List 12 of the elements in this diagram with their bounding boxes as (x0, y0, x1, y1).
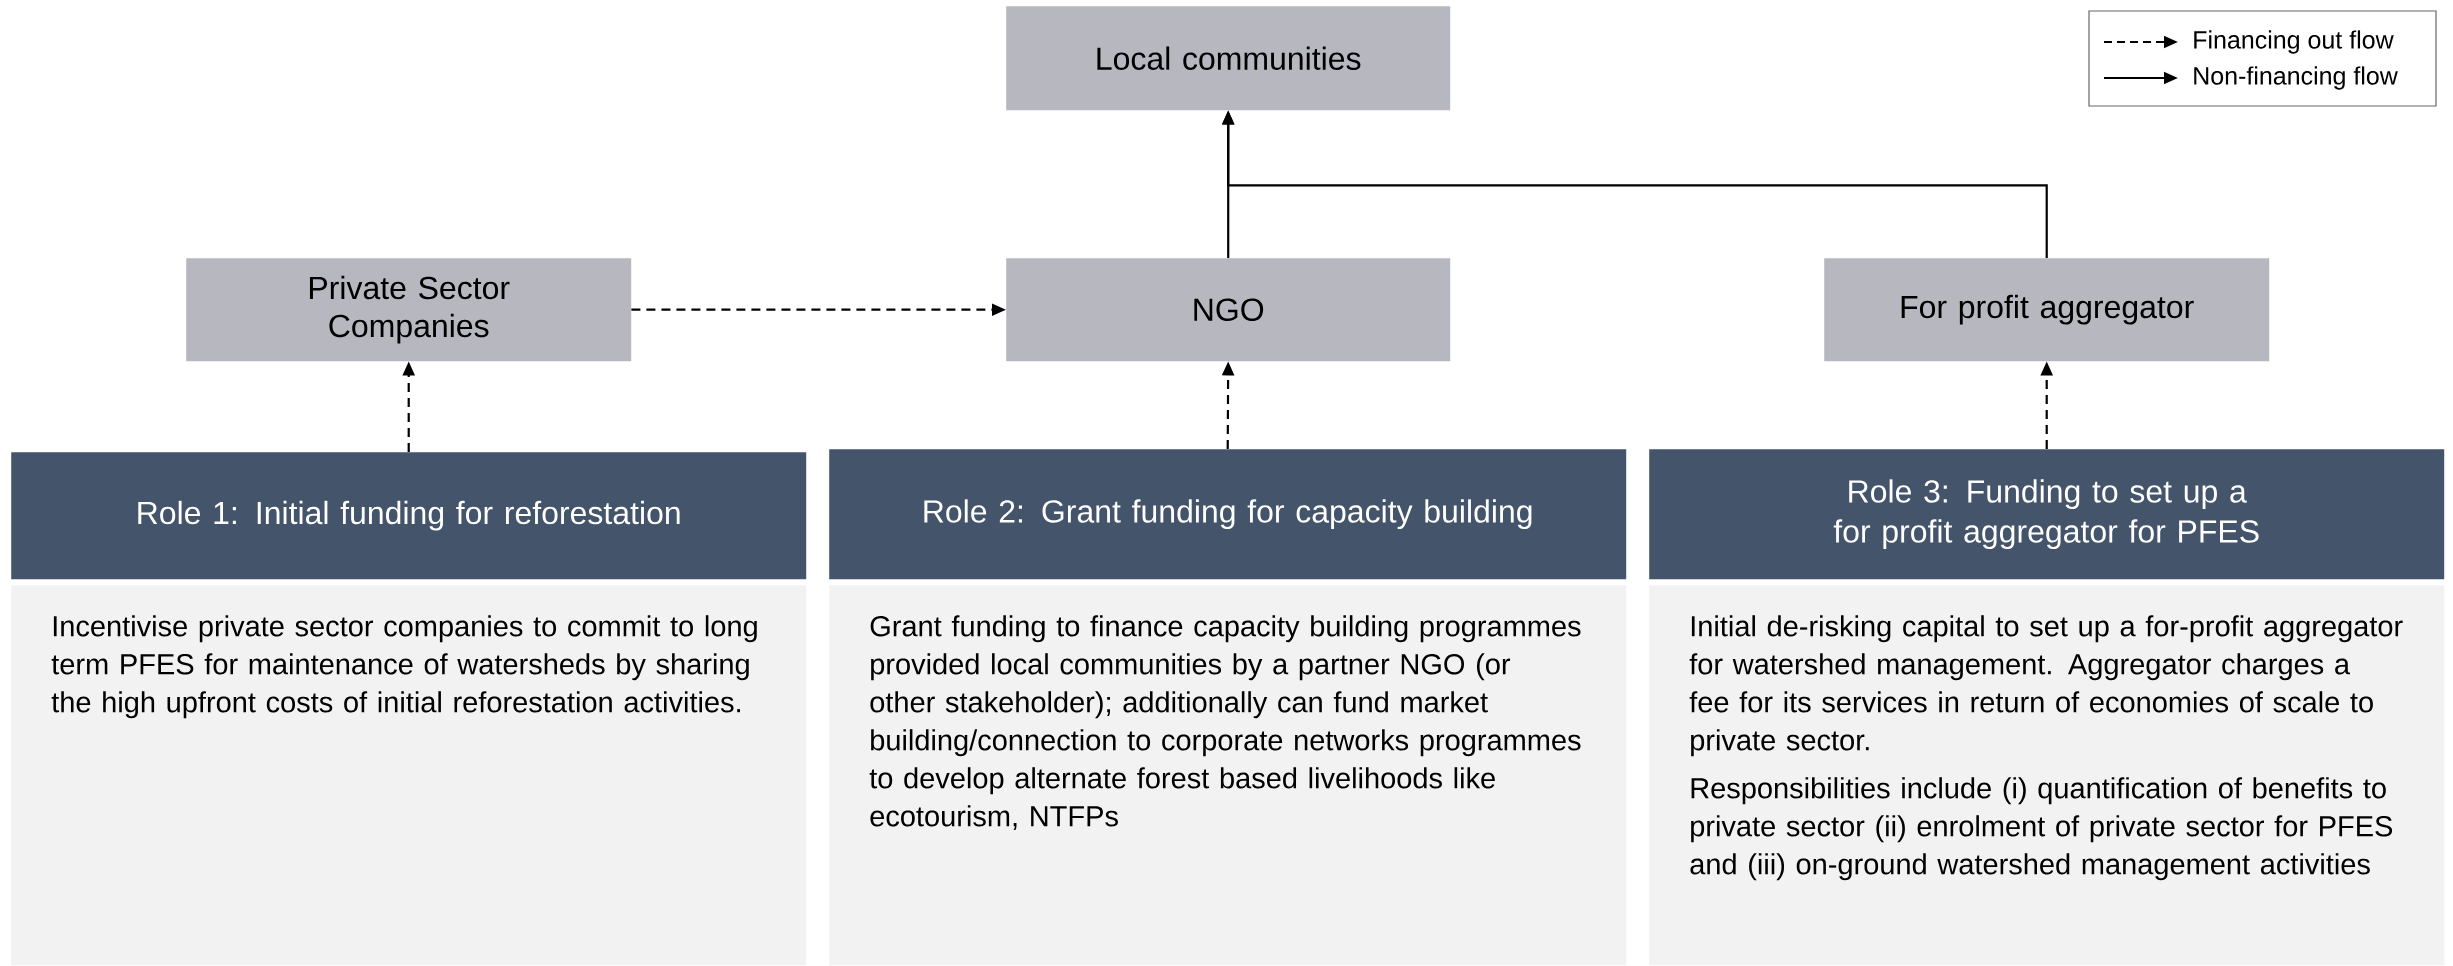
entity-box: Private Sector Companies (186, 258, 632, 362)
description-panel: Initial de-risking capital to set up a for-profit aggregator for watershed management. Aggregator charges a fee for its services in return of economies of scale to private sector. Responsibilities include (i) quantification of benefits to private sector (ii) enrolment of private sector for PFES and (iii) on-ground watershed management activities (1649, 585, 2445, 966)
description-panel: Grant funding to finance capacity building programmes provided local communities by a partner NGO (or other stakeholder); additionally can fund market building/connection to corporate networks programmes to develop alternate forest based livelihoods like ecotourism, NTFPs (829, 585, 1627, 966)
description-panel: Incentivise private sector companies to commit to long term PFES for maintenance of watersheds by sharing the high upfront costs of initial reforestation activities. (11, 585, 807, 966)
legend-text: Financing out flow (2194, 30, 2394, 54)
role-header: Role 3: Funding to set up a for profit aggregator for PFES (1649, 449, 2445, 580)
role-header: Role 2: Grant funding for capacity building (829, 449, 1627, 580)
legend-text: Non-financing flow (2194, 66, 2398, 90)
entity-box: Local communities (1006, 6, 1451, 111)
entity-box: NGO (1006, 258, 1451, 362)
role-header: Role 1: Initial funding for reforestation (11, 452, 807, 580)
entity-box: For profit aggregator (1824, 258, 2270, 362)
